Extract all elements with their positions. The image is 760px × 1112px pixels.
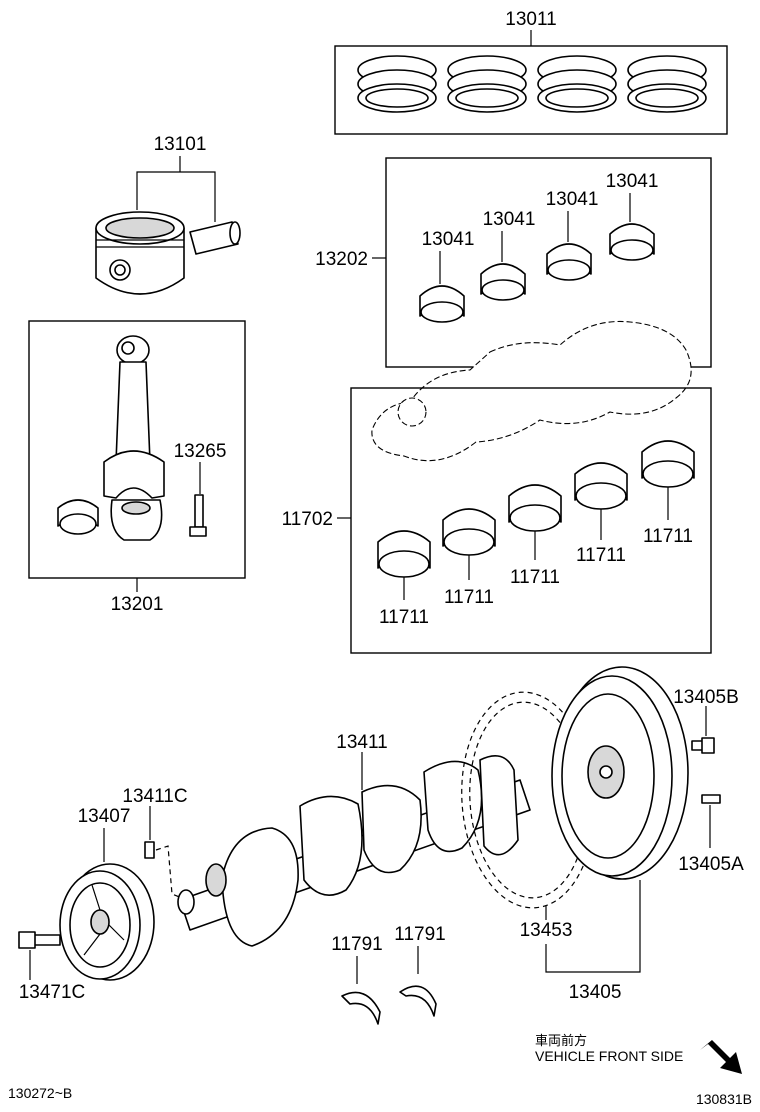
piston-ring-2[interactable] xyxy=(447,55,527,113)
piston-ring-1[interactable] xyxy=(357,55,437,113)
rod-bearing-a[interactable] xyxy=(419,285,465,323)
crankshaft-phantom xyxy=(371,320,692,462)
rod-bearing-set-group: 13202 13041 13041 13041 13041 xyxy=(315,157,712,368)
crankshaft-pin[interactable] xyxy=(144,841,155,859)
main-bearing-5[interactable] xyxy=(641,440,695,488)
piston[interactable] xyxy=(95,211,185,295)
piston-ring-set-group: 13011 xyxy=(334,9,728,135)
crankshaft[interactable] xyxy=(177,754,531,947)
pulley-bolt[interactable] xyxy=(18,931,61,949)
label-connecting-rod-bolt[interactable]: 13265 xyxy=(174,441,227,462)
rod-cap[interactable] xyxy=(110,499,163,541)
ref-code-left: 130272~B xyxy=(8,1085,72,1101)
label-main-bearing-set[interactable]: 11702 xyxy=(282,509,333,530)
label-main-bearing-3[interactable]: 11711 xyxy=(510,567,560,588)
pulley[interactable] xyxy=(59,863,155,981)
piston-group: 13101 xyxy=(95,134,241,295)
main-bearing-3[interactable] xyxy=(508,484,562,532)
flywheel[interactable] xyxy=(551,666,689,880)
label-main-bearing-4[interactable]: 11711 xyxy=(576,545,626,566)
flywheel-pin[interactable] xyxy=(701,794,721,804)
label-piston[interactable]: 13101 xyxy=(154,134,207,155)
direction-label-en: VEHICLE FRONT SIDE xyxy=(535,1048,683,1064)
thrust-washer-b[interactable] xyxy=(399,985,437,1017)
label-rod-bearing-a[interactable]: 13041 xyxy=(422,229,475,250)
rod-bearing-shell[interactable] xyxy=(57,499,99,535)
rod-bearing-b[interactable] xyxy=(480,263,526,301)
label-piston-ring-set[interactable]: 13011 xyxy=(505,9,556,30)
flywheel-bolt[interactable] xyxy=(691,737,715,754)
main-bearing-4[interactable] xyxy=(574,462,628,510)
thrust-washer-a[interactable] xyxy=(341,991,381,1025)
rod-bearing-d[interactable] xyxy=(609,223,655,261)
piston-ring-3[interactable] xyxy=(537,55,617,113)
label-flywheel-bolt[interactable]: 13405B xyxy=(673,687,739,708)
label-rod-bearing-c[interactable]: 13041 xyxy=(546,189,599,210)
piston-ring-4[interactable] xyxy=(627,55,707,113)
label-thrust-washer-b[interactable]: 11791 xyxy=(394,924,445,945)
label-flywheel[interactable]: 13405 xyxy=(569,982,622,1003)
main-bearing-set-box xyxy=(350,387,712,654)
label-crankshaft[interactable]: 13411 xyxy=(336,732,387,753)
rod-bearing-c[interactable] xyxy=(546,243,592,281)
label-pulley[interactable]: 13407 xyxy=(78,806,131,827)
main-bearing-set-group: 11702 11711 11711 11711 11711 xyxy=(282,387,712,654)
main-bearing-1[interactable] xyxy=(377,530,431,578)
ref-code-right: 130831B xyxy=(696,1091,752,1107)
direction-label-jp: 車両前方 xyxy=(535,1033,587,1049)
connecting-rod-bolt[interactable] xyxy=(189,494,207,537)
label-rod-bearing-d[interactable]: 13041 xyxy=(606,171,659,192)
label-main-bearing-1[interactable]: 11711 xyxy=(379,607,429,628)
label-crankshaft-pin[interactable]: 13411C xyxy=(122,786,187,807)
connecting-rod-group: 13201 13265 xyxy=(28,320,246,615)
vehicle-front-arrow-icon xyxy=(700,1040,742,1074)
label-main-bearing-2[interactable]: 11711 xyxy=(444,587,494,608)
label-ring-gear[interactable]: 13453 xyxy=(520,920,573,941)
piston-pin[interactable] xyxy=(189,221,241,255)
label-flywheel-pin[interactable]: 13405A xyxy=(678,854,744,875)
label-main-bearing-5[interactable]: 11711 xyxy=(643,526,693,547)
label-rod-bearing-b[interactable]: 13041 xyxy=(483,209,536,230)
label-thrust-washer-a[interactable]: 11791 xyxy=(331,934,382,955)
label-rod-bearing-set[interactable]: 13202 xyxy=(315,249,368,270)
label-pulley-bolt[interactable]: 13471C xyxy=(19,982,86,1003)
label-connecting-rod[interactable]: 13201 xyxy=(111,594,164,615)
main-bearing-2[interactable] xyxy=(442,508,496,556)
connecting-rod[interactable] xyxy=(103,335,165,499)
